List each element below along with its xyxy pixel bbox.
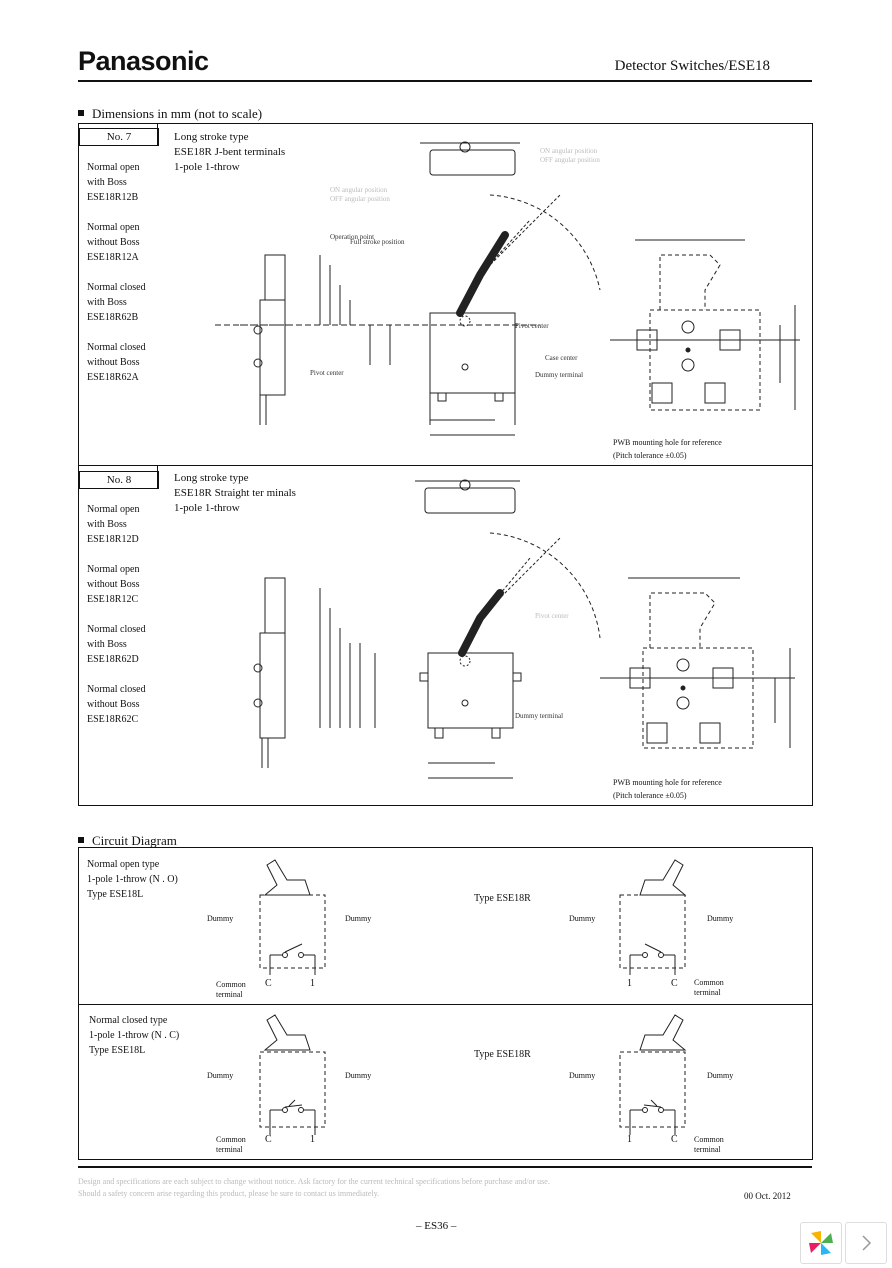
dimensions-section-title: Dimensions in mm (not to scale) [78, 106, 262, 122]
date-code: 00 Oct. 2012 [744, 1191, 791, 1201]
dummy-label: Dummy [707, 914, 734, 923]
footer-disclaimer: Design and specifications are each subje… [78, 1177, 550, 1198]
pin-c-label: C [671, 1134, 678, 1145]
pin-c-label: C [265, 1134, 272, 1145]
document-title: Detector Switches/ESE18 [614, 58, 770, 74]
dummy-label: Dummy [345, 914, 372, 923]
no7-description: Long stroke type ESE18R J-bent terminals… [174, 131, 286, 173]
dummy-label: Dummy [207, 1071, 234, 1080]
pin-c-label: C [671, 978, 678, 989]
page-number: – ES36 – [416, 1220, 457, 1232]
circuit-nc-l-symbol [259, 1014, 326, 1135]
svg-text:OFF angular position: OFF angular position [540, 156, 600, 164]
no8-tag: No. 8 [79, 471, 159, 489]
dummy-label: Dummy [569, 914, 596, 923]
dummy-label: Dummy [569, 1071, 596, 1080]
no8-dimension-drawing: Dummy terminal Pivot center [253, 479, 795, 779]
svg-text:Pivot center: Pivot center [535, 612, 569, 620]
svg-text:Case center: Case center [545, 354, 578, 362]
pin-c-label: C [265, 978, 272, 989]
no7-dimension-drawing: Operation point Full stroke position Piv… [215, 141, 800, 436]
circuit-no-r-symbol [619, 859, 687, 975]
svg-text:Pivot center: Pivot center [515, 322, 549, 330]
viewer-logo-button[interactable] [800, 1222, 842, 1264]
no7-pwb-note: PWB mounting hole for reference (Pitch t… [613, 438, 722, 460]
dimensions-frame [78, 123, 813, 806]
circuit-divider [78, 1004, 812, 1005]
dummy-label: Dummy [345, 1071, 372, 1080]
circuit-no-l-symbol [259, 859, 326, 975]
circuit-frame [78, 847, 813, 1160]
circuit-no-type-r-label: Type ESE18R [474, 893, 531, 904]
svg-text:ON angular position: ON angular position [540, 147, 598, 155]
svg-text:Operation point: Operation point [330, 233, 374, 241]
svg-text:Full stroke position: Full stroke position [350, 238, 405, 246]
svg-text:Dummy terminal: Dummy terminal [535, 371, 583, 379]
svg-text:Dummy terminal: Dummy terminal [515, 712, 563, 720]
no8-description: Long stroke type ESE18R Straight ter min… [174, 472, 296, 514]
circuit-nc-type-r-label: Type ESE18R [474, 1049, 531, 1060]
pin-1-label: 1 [310, 1134, 315, 1145]
dummy-label: Dummy [707, 1071, 734, 1080]
pinwheel-icon [809, 1231, 833, 1255]
circuit-section-title: Circuit Diagram [78, 833, 177, 849]
pin-1-label: 1 [627, 1134, 632, 1145]
pin-1-label: 1 [310, 978, 315, 989]
brand-logo: Panasonic [78, 46, 209, 76]
svg-text:ON angular position: ON angular position [330, 186, 388, 194]
next-page-button[interactable] [845, 1222, 887, 1264]
header-rule [78, 80, 812, 82]
circuit-nc-r-symbol [619, 1014, 687, 1135]
svg-text:OFF angular position: OFF angular position [330, 195, 390, 203]
dimensions-divider [78, 465, 812, 466]
footer-rule [78, 1166, 812, 1168]
chevron-right-icon [862, 1235, 872, 1251]
dummy-label: Dummy [207, 914, 234, 923]
pin-1-label: 1 [627, 978, 632, 989]
no7-tag: No. 7 [79, 128, 159, 146]
no8-pwb-note: PWB mounting hole for reference (Pitch t… [613, 778, 722, 800]
svg-text:Pivot center: Pivot center [310, 369, 344, 377]
